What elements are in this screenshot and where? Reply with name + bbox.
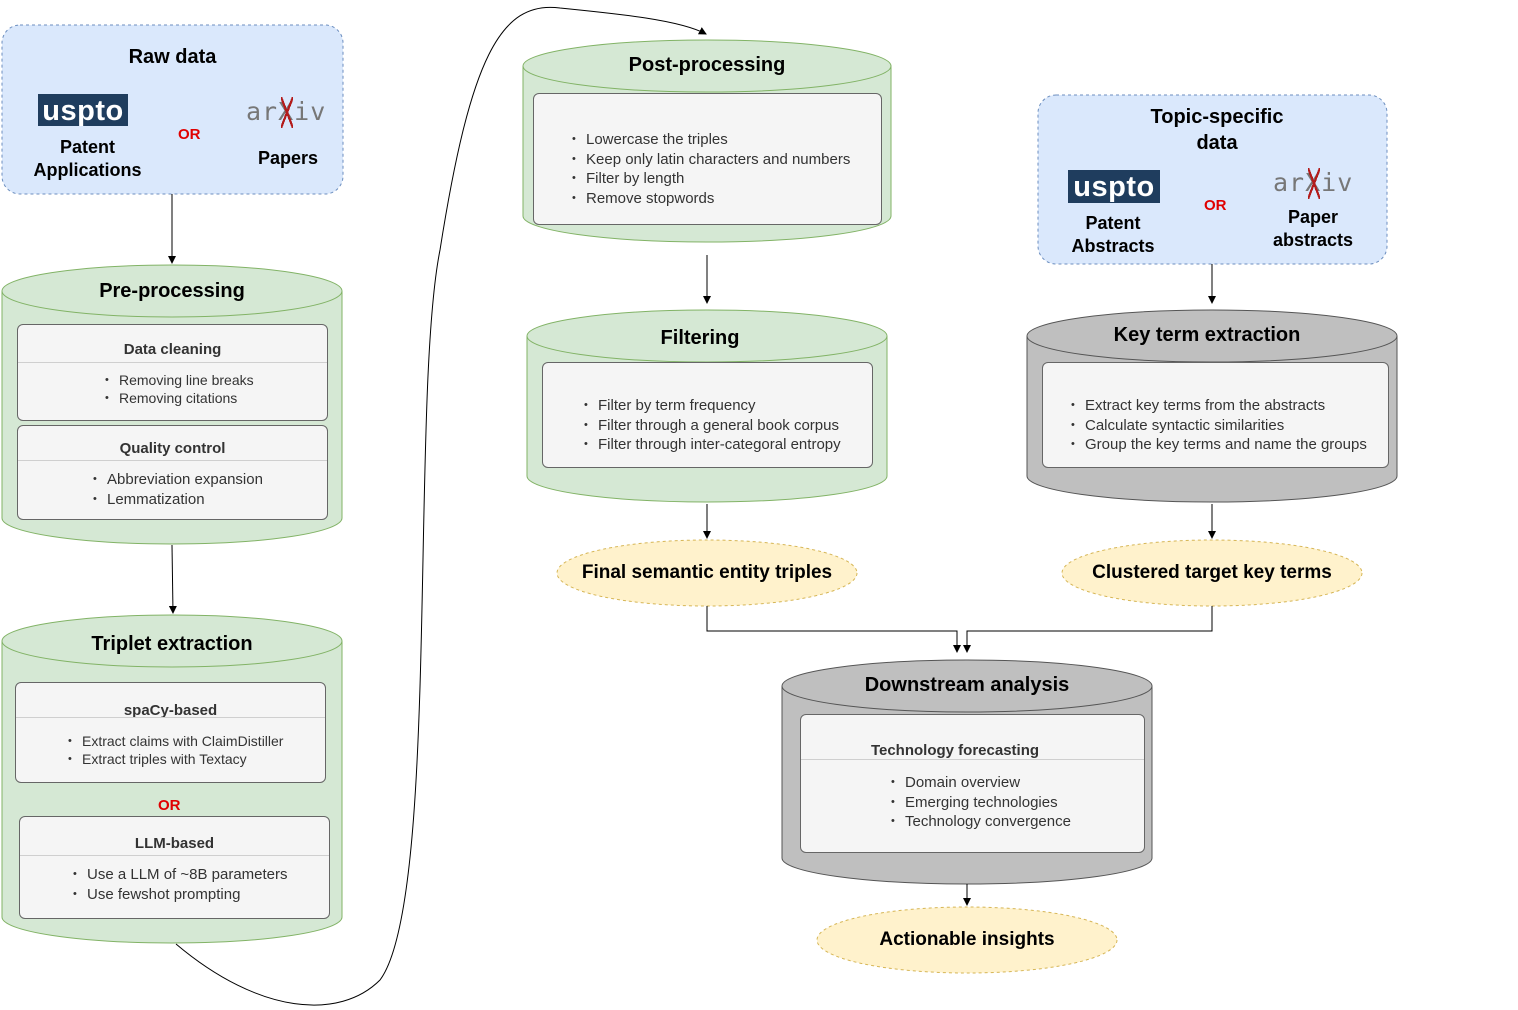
quality-control-list: Abbreviation expansion Lemmatization xyxy=(93,470,263,509)
arxiv-logo-part-b: iv xyxy=(294,97,327,126)
clustered-label: Clustered target key terms xyxy=(1092,562,1332,583)
spacy-title: spaCy-based xyxy=(123,702,218,719)
list-item: Filter by term frequency xyxy=(584,396,841,416)
list-item: Lowercase the triples xyxy=(572,130,850,150)
arxiv-logo-topic-x: X xyxy=(1305,168,1322,197)
raw-data-title: Raw data xyxy=(128,46,217,68)
technology-forecasting-box: Technology forecasting Domain overview E… xyxy=(800,714,1145,853)
patent-applications-label: Patent Applications xyxy=(20,136,155,182)
list-item: Remove stopwords xyxy=(572,189,850,209)
list-item: Filter by length xyxy=(572,169,850,189)
list-item: Extract triples with Textacy xyxy=(68,750,283,768)
topic-data-title: Topic-specific data xyxy=(1038,104,1396,156)
list-item: Domain overview xyxy=(891,773,1071,793)
postprocessing-list: Lowercase the triples Keep only latin ch… xyxy=(572,130,850,208)
topic-data-or: OR xyxy=(1204,197,1227,214)
list-item: Group the key terms and name the groups xyxy=(1071,435,1367,455)
key-term-list: Extract key terms from the abstracts Cal… xyxy=(1071,396,1367,455)
filtering-box: Filter by term frequency Filter through … xyxy=(542,362,873,468)
arxiv-logo-x: X xyxy=(278,97,295,126)
downstream-title: Downstream analysis xyxy=(864,674,1070,696)
preprocessing-title: Pre-processing xyxy=(99,280,245,302)
paper-abstracts-label: Paper abstracts xyxy=(1260,206,1366,252)
arxiv-logo-topic-part-a: ar xyxy=(1273,168,1306,197)
list-item: Use a LLM of ~8B parameters xyxy=(73,865,288,885)
quality-control-title: Quality control xyxy=(119,440,226,457)
list-item: Keep only latin characters and numbers xyxy=(572,150,850,170)
patent-applications-line2: Applications xyxy=(33,160,142,180)
list-item: Removing line breaks xyxy=(105,371,254,389)
filtering-title: Filtering xyxy=(660,327,740,349)
arxiv-logo-topic-part-b: iv xyxy=(1321,168,1354,197)
paper-abstracts-line2: abstracts xyxy=(1272,230,1354,250)
technology-forecasting-title: Technology forecasting xyxy=(870,742,1040,759)
list-item: Abbreviation expansion xyxy=(93,470,263,490)
topic-data-container xyxy=(1037,94,1388,265)
topic-data-title-line1: Topic-specific xyxy=(1150,106,1284,128)
paper-abstracts-line1: Paper xyxy=(1287,207,1339,227)
data-cleaning-title: Data cleaning xyxy=(123,341,222,358)
llm-divider xyxy=(20,855,329,856)
spacy-list: Extract claims with ClaimDistiller Extra… xyxy=(68,732,283,768)
insights-ellipse xyxy=(816,906,1118,974)
list-item: Filter through a general book corpus xyxy=(584,416,841,436)
arrow-clustered-to-downstream xyxy=(963,606,1213,653)
key-term-box: Extract key terms from the abstracts Cal… xyxy=(1042,362,1389,468)
technology-forecasting-list: Domain overview Emerging technologies Te… xyxy=(891,773,1071,832)
raw-data-container xyxy=(1,24,344,195)
postprocessing-title: Post-processing xyxy=(628,54,786,76)
arrow-pre-to-triplet xyxy=(168,544,177,614)
llm-title: LLM-based xyxy=(134,835,215,852)
raw-data-or: OR xyxy=(178,126,201,143)
list-item: Use fewshot prompting xyxy=(73,885,288,905)
arxiv-logo: arXiv xyxy=(246,97,326,126)
arrow-triplet-to-post xyxy=(175,6,707,1006)
arxiv-logo-part-a: ar xyxy=(246,97,279,126)
patent-abstracts-label: Patent Abstracts xyxy=(1048,212,1178,258)
list-item: Extract claims with ClaimDistiller xyxy=(68,732,283,750)
uspto-logo-topic: uspto xyxy=(1068,170,1160,203)
uspto-logo: uspto xyxy=(38,94,128,127)
list-item: Removing citations xyxy=(105,389,254,407)
filtering-list: Filter by term frequency Filter through … xyxy=(584,396,841,455)
key-term-title: Key term extraction xyxy=(1113,324,1301,346)
arxiv-logo-topic: arXiv xyxy=(1273,168,1353,197)
llm-list: Use a LLM of ~8B parameters Use fewshot … xyxy=(73,865,288,904)
data-cleaning-list: Removing line breaks Removing citations xyxy=(105,371,254,407)
insights-label: Actionable insights xyxy=(879,929,1055,950)
patent-abstracts-line2: Abstracts xyxy=(1071,236,1155,256)
data-cleaning-divider xyxy=(18,362,327,363)
postprocessing-box: Lowercase the triples Keep only latin ch… xyxy=(533,93,882,225)
list-item: Emerging technologies xyxy=(891,793,1071,813)
list-item: Technology convergence xyxy=(891,812,1071,832)
triplet-or: OR xyxy=(158,797,181,814)
final-triples-label: Final semantic entity triples xyxy=(581,562,833,583)
triplet-extraction-title: Triplet extraction xyxy=(91,633,253,655)
spacy-divider xyxy=(16,717,325,718)
papers-label: Papers xyxy=(257,148,319,168)
llm-box: LLM-based Use a LLM of ~8B parameters Us… xyxy=(19,816,330,919)
list-item: Calculate syntactic similarities xyxy=(1071,416,1367,436)
list-item: Extract key terms from the abstracts xyxy=(1071,396,1367,416)
topic-data-title-line2: data xyxy=(1196,132,1238,154)
data-cleaning-box: Data cleaning Removing line breaks Remov… xyxy=(17,324,328,421)
patent-abstracts-line1: Patent xyxy=(1085,213,1141,233)
list-item: Filter through inter-categoral entropy xyxy=(584,435,841,455)
arrow-final-to-downstream xyxy=(706,606,961,653)
technology-forecasting-divider xyxy=(801,759,1144,760)
list-item: Lemmatization xyxy=(93,490,263,510)
quality-control-divider xyxy=(18,460,327,461)
quality-control-box: Quality control Abbreviation expansion L… xyxy=(17,425,328,520)
spacy-box: spaCy-based Extract claims with ClaimDis… xyxy=(15,682,326,783)
patent-applications-line1: Patent xyxy=(59,137,115,157)
